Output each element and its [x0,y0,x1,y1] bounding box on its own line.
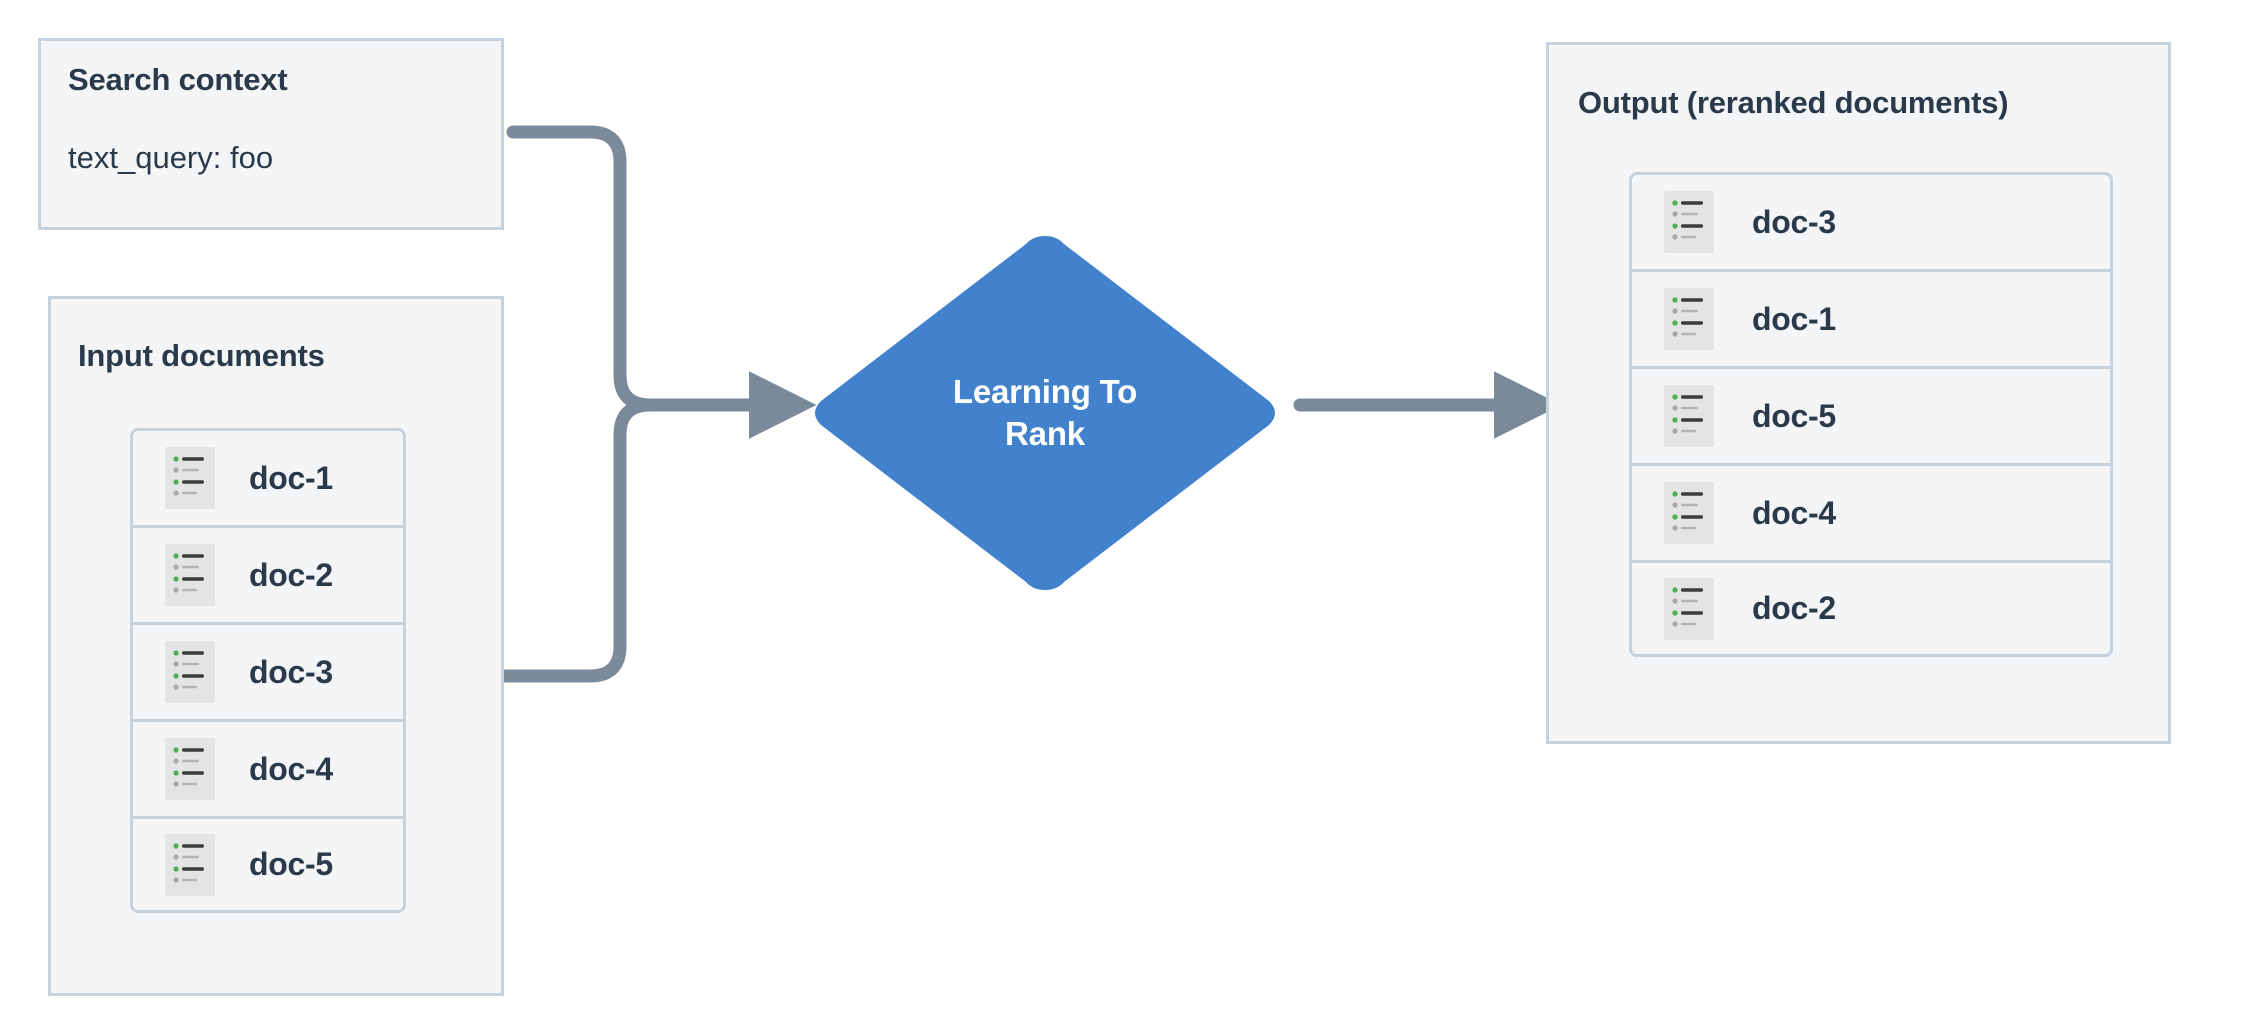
document-card-label: doc-4 [1752,494,1836,531]
document-list-icon [173,747,204,787]
document-list-icon [1672,200,1703,240]
document-card-label: doc-3 [1752,203,1836,240]
document-card[interactable]: doc-1 [1629,269,2113,366]
document-list-icon [1664,385,1714,447]
document-list-icon [165,544,215,606]
document-list-icon [165,738,215,800]
document-list-icon [173,456,204,496]
document-card-label: doc-3 [249,653,333,690]
document-card[interactable]: doc-5 [1629,366,2113,463]
document-list-icon [165,641,215,703]
document-list-icon [1664,191,1714,253]
document-list-icon [165,447,215,509]
input-documents-title: Input documents [78,338,325,373]
ltr-label-line2: Rank [1005,415,1085,452]
document-list-icon [1664,482,1714,544]
connector-input-documents-to-ltr [495,398,782,683]
document-list-icon [173,842,204,883]
document-list-icon [1672,297,1703,337]
document-card[interactable]: doc-2 [130,525,406,622]
document-list-icon [165,833,215,896]
document-card-label: doc-2 [249,556,333,593]
document-card-label: doc-4 [249,750,333,787]
document-list-icon [1672,491,1703,531]
document-list-icon [1664,288,1714,350]
document-card[interactable]: doc-4 [130,719,406,816]
document-card-label: doc-5 [249,846,333,882]
document-card[interactable]: doc-3 [130,622,406,719]
document-card-label: doc-1 [249,459,333,496]
search-context-panel [38,38,504,230]
document-list-icon [1664,577,1714,640]
document-card-label: doc-5 [1752,397,1836,434]
output-documents-title: Output (reranked documents) [1578,85,2009,120]
connector-search-context-to-ltr [506,125,817,439]
input-documents-list: doc-1 doc-2 doc-3 doc-4 doc-5 [130,428,406,913]
learning-to-rank-label: Learning To Rank [805,228,1285,598]
document-card-label: doc-2 [1752,590,1836,626]
learning-to-rank-node[interactable]: Learning To Rank [805,228,1285,598]
document-list-icon [173,553,204,593]
document-list-icon [1672,394,1703,434]
search-context-title: Search context [68,62,288,97]
document-list-icon [1672,586,1703,627]
document-card[interactable]: doc-1 [130,428,406,525]
document-card[interactable]: doc-3 [1629,172,2113,269]
ltr-label-line1: Learning To [952,372,1138,410]
document-list-icon [173,650,204,690]
document-card[interactable]: doc-5 [130,816,406,913]
output-documents-list: doc-3 doc-1 doc-5 doc-4 doc-2 [1629,172,2113,657]
diamond-shape [815,236,1275,590]
search-context-query-text: text_query: foo [68,140,274,175]
document-card[interactable]: doc-2 [1629,560,2113,657]
document-card-label: doc-1 [1752,300,1836,337]
document-card[interactable]: doc-4 [1629,463,2113,560]
